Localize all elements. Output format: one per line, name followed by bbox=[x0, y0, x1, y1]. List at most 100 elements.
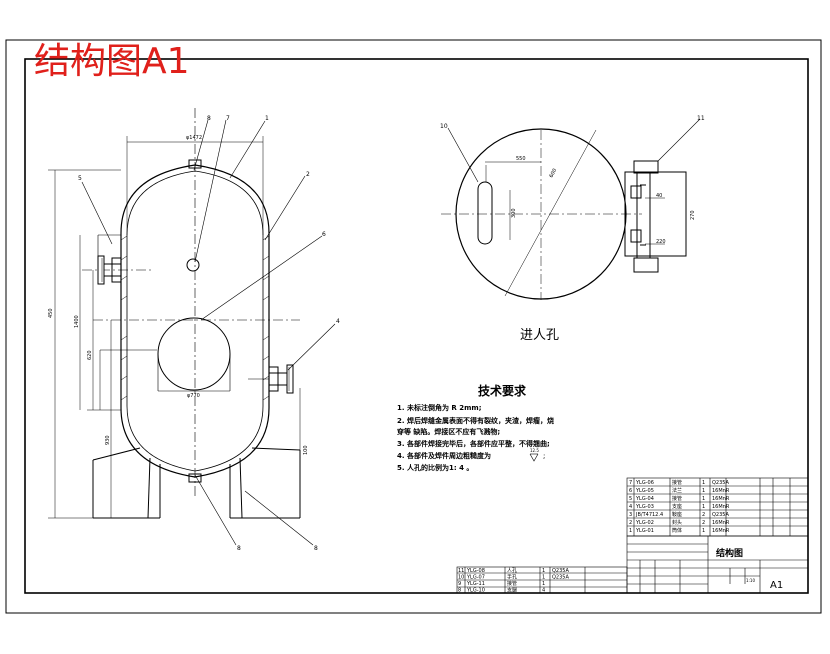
parts-cell: 4 bbox=[629, 504, 632, 510]
parts-cell: 10 bbox=[458, 575, 464, 581]
balloon-4: 4 bbox=[336, 318, 340, 325]
parts-cell: 2 bbox=[702, 520, 705, 526]
dimension-lines bbox=[48, 136, 301, 519]
parts-cell: Q235A bbox=[552, 568, 569, 574]
parts-cell: 5 bbox=[629, 496, 632, 502]
parts-cell: 6 bbox=[629, 488, 632, 494]
dim-height-mid: 1400 bbox=[74, 315, 80, 328]
parts-cell: 1 bbox=[542, 581, 545, 587]
tech-item-2b: 穿等 缺陷。焊接区不应有飞溅物; bbox=[397, 427, 500, 436]
dim-lower-height: 930 bbox=[105, 435, 111, 445]
dim-side-small: 40 bbox=[656, 193, 662, 199]
balloon-5: 5 bbox=[78, 175, 82, 182]
parts-cell: Q235A bbox=[552, 575, 569, 581]
sheet-outer-border bbox=[5, 39, 822, 614]
roughness-end: ; bbox=[543, 452, 545, 460]
parts-cell: 法兰 bbox=[672, 487, 682, 494]
roughness-symbol bbox=[529, 453, 539, 462]
manhole-hinge bbox=[624, 160, 687, 273]
balloon-6: 6 bbox=[322, 231, 326, 238]
parts-cell: 鞍座 bbox=[672, 511, 682, 518]
parts-cell: 3 bbox=[629, 512, 632, 518]
parts-cell: 8 bbox=[458, 588, 461, 594]
dim-height-inner: 620 bbox=[87, 350, 93, 360]
parts-cell: 2 bbox=[702, 512, 705, 518]
title-block bbox=[626, 535, 809, 594]
front-balloons: 1 2 4 5 6 7 8 8 8 bbox=[78, 115, 340, 552]
parts-cell: YLG-10 bbox=[466, 588, 485, 594]
parts-cell: 1 bbox=[542, 575, 545, 581]
vessel-front-view bbox=[48, 108, 301, 519]
manhole-detail-view bbox=[441, 118, 701, 300]
parts-cell: Q235A bbox=[712, 480, 729, 486]
parts-cell: YLG-02 bbox=[635, 520, 654, 526]
parts-cell: 16MnR bbox=[712, 528, 730, 534]
balloon-8a: 8 bbox=[237, 545, 241, 552]
manhole-circle bbox=[157, 317, 231, 391]
tech-items: 1. 未标注倒角为 R 2mm; 2. 焊后焊缝金属表面不得有裂纹，夹渣，焊瘤，… bbox=[397, 403, 554, 472]
dim-leg-height: 100 bbox=[303, 445, 309, 455]
balloon-10: 10 bbox=[440, 123, 448, 130]
parts-cell: 1 bbox=[702, 504, 705, 510]
dim-height-total: 450 bbox=[48, 308, 54, 318]
parts-cell: YLG-03 bbox=[635, 504, 654, 510]
tech-heading: 技术要求 bbox=[478, 383, 527, 398]
drawing-title: 结构图A1 bbox=[34, 41, 190, 82]
parts-cell: 接管 bbox=[672, 479, 682, 486]
parts-cell: 1 bbox=[629, 528, 632, 534]
right-nozzle bbox=[248, 364, 294, 394]
parts-cell: 16MnR bbox=[712, 496, 730, 502]
title-block-name: 结构图 bbox=[716, 547, 743, 559]
tech-item-3: 3. 各部件焊接完毕后，各部件应平整，不得翘曲; bbox=[397, 439, 550, 448]
parts-cell: 1 bbox=[702, 496, 705, 502]
parts-cell: Q235A bbox=[712, 512, 729, 518]
top-nozzle bbox=[188, 159, 202, 169]
bottom-nozzle bbox=[188, 473, 202, 483]
shell-hatch-left bbox=[120, 235, 128, 401]
parts-list bbox=[626, 477, 809, 537]
parts-cell: 16MnR bbox=[712, 488, 730, 494]
balloon-1: 1 bbox=[265, 115, 269, 122]
roughness-value: 12.5 bbox=[530, 448, 539, 453]
parts-cell: 1 bbox=[542, 568, 545, 574]
title-block-size: A1 bbox=[770, 580, 783, 591]
dim-manhole-inner: 300 bbox=[511, 208, 517, 218]
parts-cell: 11 bbox=[458, 568, 464, 574]
parts-cell: 4 bbox=[542, 588, 545, 594]
parts-cell: YLG-04 bbox=[635, 496, 654, 502]
balloon-2: 2 bbox=[306, 171, 310, 178]
manhole-slot bbox=[477, 181, 493, 245]
title-block-scale: 1:10 bbox=[746, 578, 755, 583]
parts-cell: YLG-01 bbox=[635, 528, 654, 534]
support-legs bbox=[92, 447, 301, 519]
parts-cell: 7 bbox=[629, 480, 632, 486]
parts-cell: 手孔 bbox=[507, 574, 517, 581]
sight-glass bbox=[186, 258, 200, 272]
dim-manhole-dia: 600 bbox=[548, 168, 558, 179]
parts-cell: YLG-07 bbox=[466, 575, 485, 581]
shell-hatch-right bbox=[262, 235, 270, 401]
dim-side-h: 270 bbox=[690, 210, 696, 220]
parts-cell: 1 bbox=[702, 480, 705, 486]
parts-cell: YLG-06 bbox=[635, 480, 654, 486]
parts-cell: 筒体 bbox=[672, 527, 682, 534]
vessel-shell-outer bbox=[120, 164, 270, 478]
parts-cell: 支腿 bbox=[507, 587, 517, 594]
parts-cell: 1 bbox=[702, 488, 705, 494]
dim-top-width: φ1472 bbox=[186, 135, 202, 141]
parts-cell: 9 bbox=[458, 581, 461, 587]
parts-cell: 人孔 bbox=[507, 567, 517, 574]
tech-item-2: 2. 焊后焊缝金属表面不得有裂纹，夹渣，焊瘤，烧 bbox=[397, 416, 554, 425]
parts-cell: 16MnR bbox=[712, 504, 730, 510]
front-leaders bbox=[81, 119, 336, 546]
parts-cell: 1 bbox=[702, 528, 705, 534]
dim-nozzle: φ770 bbox=[187, 393, 200, 399]
parts-cell: 接管 bbox=[507, 580, 517, 587]
parts-cell: JB/T4712.4 bbox=[635, 512, 663, 518]
dim-manhole-offset: 550 bbox=[516, 156, 526, 162]
manhole-caption: 进人孔 bbox=[520, 328, 559, 343]
parts-cell: 接管 bbox=[672, 495, 682, 502]
